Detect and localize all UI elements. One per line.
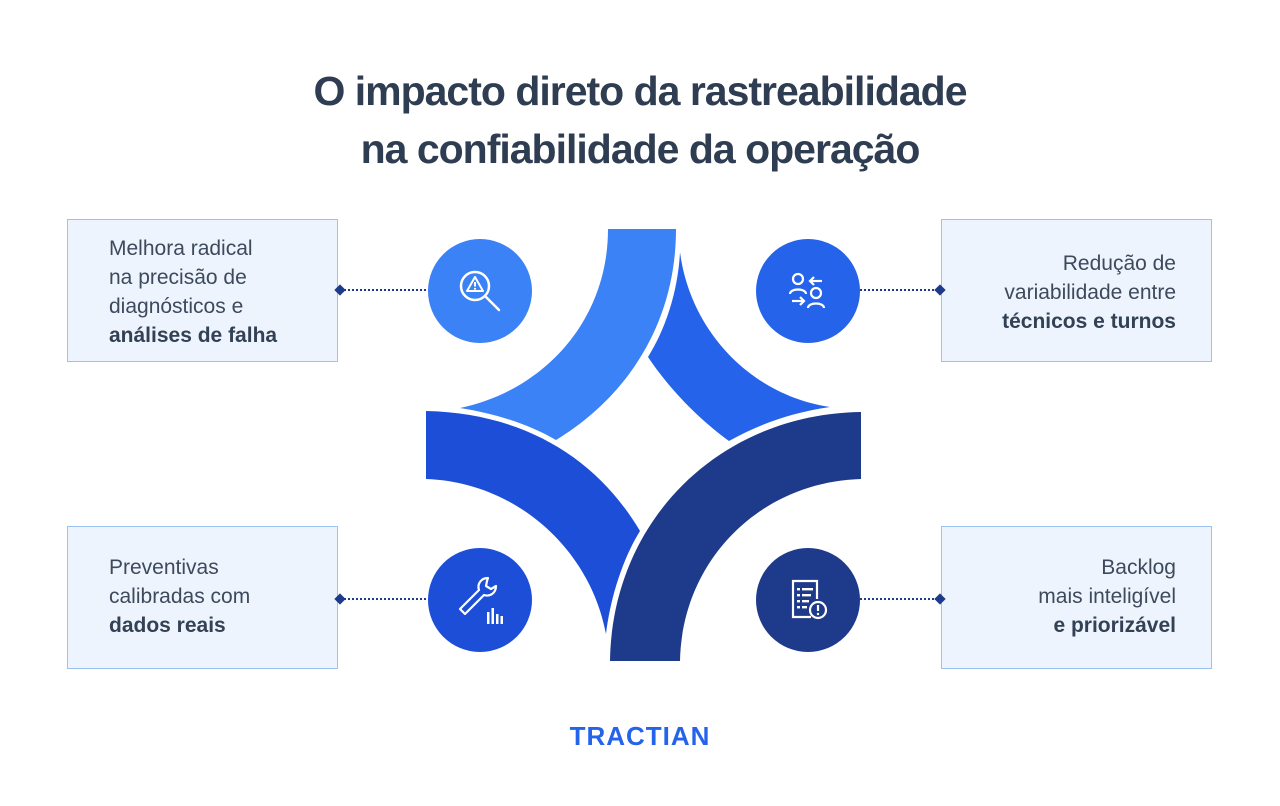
users-exchange-icon [788, 272, 826, 309]
shape-piece-bottom-right [610, 412, 861, 661]
wrench-chart-icon [458, 576, 503, 624]
title-line-1: O impacto direto da rastreabilidade [313, 68, 967, 114]
card-text-bold: dados reais [109, 614, 226, 637]
title-line-2: na confiabilidade da operação [360, 126, 921, 172]
shape-piece-top-left [460, 229, 676, 440]
search-warning-icon [459, 270, 501, 312]
icon-circle-diagnostics [428, 239, 532, 343]
card-diagnostics: Melhora radical na precisão de diagnósti… [67, 219, 338, 362]
card-text-line: diagnósticos e [109, 295, 244, 318]
connector-line [344, 598, 438, 602]
card-preventive: Preventivas calibradas com dados reais [67, 526, 338, 669]
card-text-line: na precisão de [109, 266, 247, 289]
card-backlog: Backlog mais inteligível e priorizável [941, 526, 1212, 669]
svg-text:TRACTIAN: TRACTIAN [570, 721, 711, 751]
tractian-logo: TRACTIAN [0, 721, 1280, 756]
card-text-bold: análises de falha [109, 324, 278, 347]
icon-circle-preventive [428, 548, 532, 652]
icon-circle-variability [756, 239, 860, 343]
document-alert-icon [791, 579, 828, 620]
card-text-bold: técnicos e turnos [1002, 310, 1176, 333]
shape-piece-top-right [648, 252, 830, 441]
card-text-line: Redução de [1062, 252, 1176, 275]
shape-piece-bottom-left [426, 411, 640, 634]
icon-circle-backlog [756, 548, 860, 652]
connector-line [845, 598, 937, 602]
card-text-line: mais inteligível [1038, 585, 1176, 608]
card-text-line: calibradas com [109, 585, 251, 608]
card-text-bold: e priorizável [1053, 614, 1176, 637]
card-variability: Redução de variabilidade entre técnicos … [941, 219, 1212, 362]
card-text-line: Backlog [1101, 556, 1176, 579]
connector-line [344, 289, 438, 293]
tractian-wordmark: TRACTIAN [570, 721, 711, 751]
card-text-line: variabilidade entre [1004, 281, 1176, 304]
page-title: O impacto direto da rastreabilidade na c… [0, 62, 1280, 178]
card-text-line: Preventivas [109, 556, 219, 579]
card-text-line: Melhora radical [109, 237, 253, 260]
connector-line [845, 289, 937, 293]
